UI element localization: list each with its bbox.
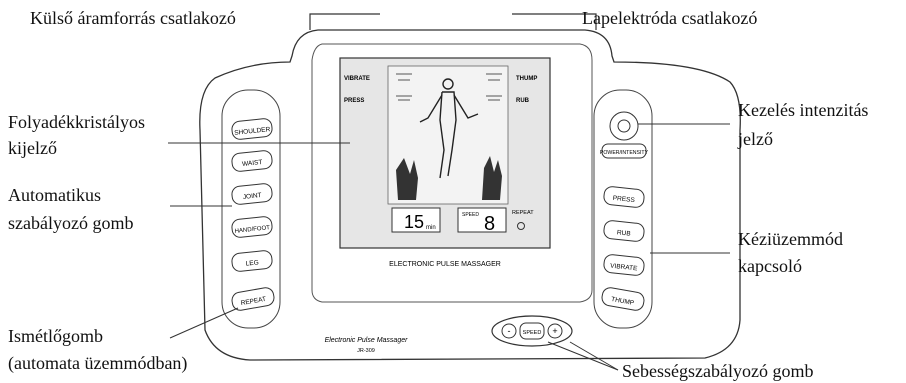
external-power-connector [309, 13, 380, 30]
speed-center-label: SPEED [523, 330, 542, 336]
speed-minus-button[interactable] [501, 323, 517, 339]
repeat-indicator-light [517, 222, 525, 230]
callout-repeat-line1: Ismétlőgomb [8, 326, 103, 346]
callout-intensity-line2: jelző [738, 129, 773, 149]
joint-button[interactable] [231, 183, 273, 205]
lcd-mode-vibrate: VIBRATE [344, 76, 370, 82]
speed-value: 8 [484, 213, 495, 235]
leg-button-label: LEG [245, 259, 259, 267]
timer-value: 15 [404, 212, 424, 232]
leader-repeat [169, 307, 239, 339]
handfoot-button[interactable] [231, 216, 273, 238]
vibrate-button[interactable] [603, 254, 645, 276]
press-button[interactable] [603, 186, 645, 208]
press-button-label: PRESS [612, 195, 635, 204]
timer-unit: min [426, 225, 436, 231]
leader-speed-2 [569, 341, 619, 371]
speed-display [457, 207, 507, 233]
joint-button-label: JOINT [243, 192, 262, 201]
callout-repeat-line2: (automata üzemmódban) [8, 353, 188, 373]
power-intensity-label: POWER/INTENSITY [600, 150, 649, 156]
intensity-dial-center [617, 119, 631, 133]
callout-auto-line2: szabályozó gomb [8, 213, 134, 233]
shoulder-button[interactable] [231, 118, 273, 140]
device-name: Electronic Pulse Massager [325, 337, 409, 344]
callout-manual-line2: kapcsoló [738, 256, 802, 276]
hand-icon-left [396, 158, 418, 200]
callout-manual-line1: Kéziüzemmód [738, 229, 843, 249]
callout-lcd-line1: Folyadékkristályos [8, 112, 145, 132]
lcd-mode-rub: RUB [516, 98, 530, 104]
left-program-buttons: SHOULDER WAIST JOINT HAND/FOOT LEG REPEA… [231, 118, 275, 311]
lcd-mode-press: PRESS [344, 98, 364, 104]
rub-button[interactable] [603, 220, 645, 242]
callout-lcd-line2: kijelző [8, 138, 57, 158]
waist-button[interactable] [231, 150, 273, 172]
repeat-indicator-label: REPEAT [512, 210, 534, 216]
brand-line: ELECTRONIC PULSE MASSAGER [389, 261, 501, 268]
thump-button[interactable] [601, 286, 645, 311]
lcd-mode-thump: THUMP [516, 76, 537, 82]
waist-button-label: WAIST [242, 159, 263, 168]
human-figure-icon [419, 78, 479, 179]
handfoot-button-label: HAND/FOOT [234, 225, 270, 235]
leg-button[interactable] [231, 250, 273, 272]
thump-button-label: THUMP [611, 296, 635, 307]
pad-connector [512, 13, 597, 30]
leader-lines [168, 123, 730, 371]
repeat-button-label: REPEAT [240, 296, 266, 307]
rub-button-label: RUB [617, 229, 631, 237]
shoulder-button-label: SHOULDER [234, 126, 271, 137]
callout-intensity-line1: Kezelés intenzitás [738, 100, 869, 120]
callout-external-power: Külső áramforrás csatlakozó [30, 8, 236, 28]
vibrate-button-label: VIBRATE [610, 263, 639, 273]
speed-plus-button[interactable] [547, 323, 563, 339]
callout-pad-connector: Lapelektróda csatlakozó [582, 8, 758, 28]
device-model: JR-309 [357, 348, 375, 354]
timer-display [391, 207, 441, 233]
intensity-dial[interactable] [609, 111, 639, 141]
hand-icon-right [482, 156, 502, 200]
right-button-panel [593, 89, 653, 329]
speed-center-button[interactable] [519, 322, 545, 340]
lcd-pads-icons [396, 73, 502, 101]
device-inner-frame [311, 43, 593, 303]
right-manual-buttons: POWER/INTENSITY PRESS RUB VIBRATE THUMP [600, 111, 649, 311]
speed-label: SPEED [462, 212, 479, 218]
repeat-button[interactable] [231, 286, 275, 311]
callout-speed: Sebességszabályozó gomb [622, 361, 814, 381]
power-intensity-button[interactable] [601, 143, 647, 159]
left-button-panel [221, 89, 281, 329]
leader-speed-1 [547, 341, 619, 371]
speed-plus-label: + [552, 326, 557, 336]
speed-minus-label: - [508, 326, 511, 336]
callout-auto-line1: Automatikus [8, 185, 101, 205]
